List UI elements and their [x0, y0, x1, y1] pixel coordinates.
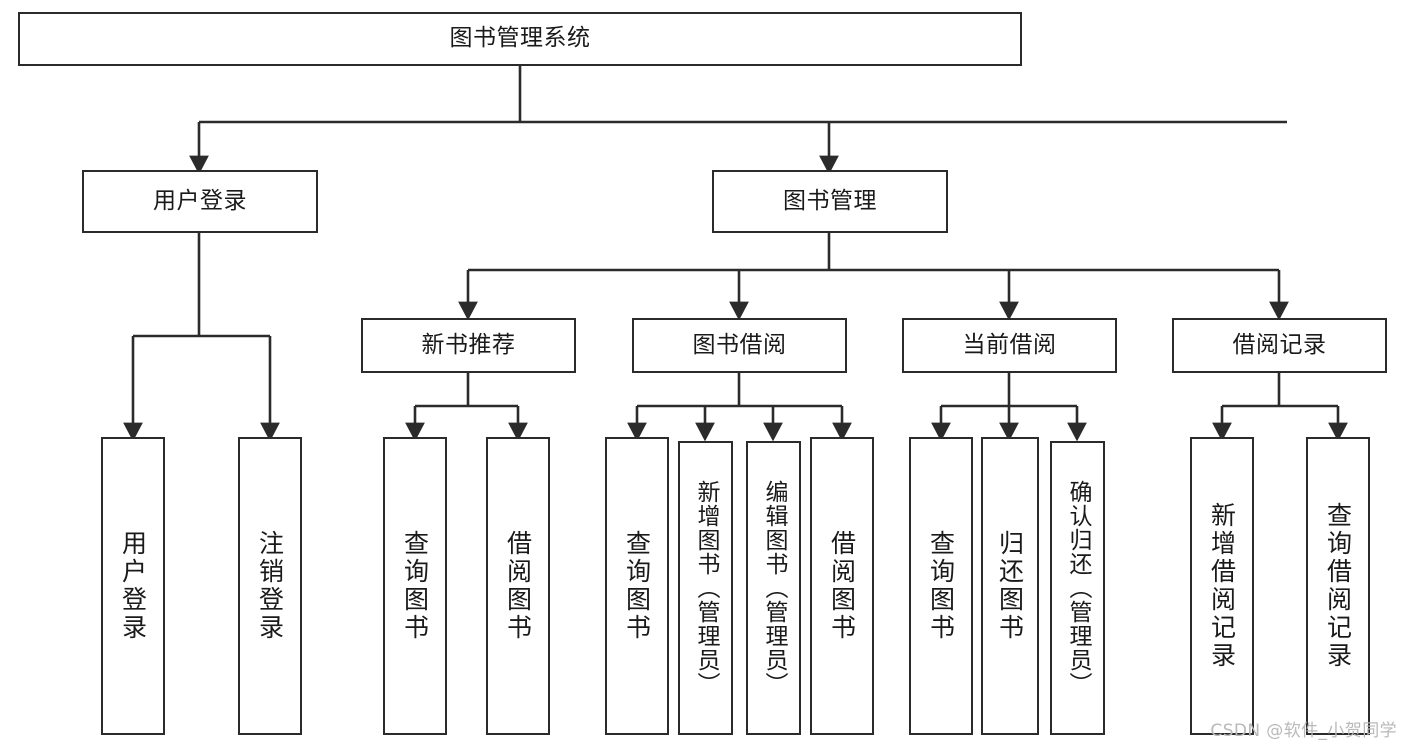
- node-leaf-query-record[interactable]: 查询借阅记录: [1306, 437, 1370, 735]
- node-root-label: 图书管理系统: [449, 25, 591, 52]
- node-leaf-add-book-label: 新增图书（管理员）: [693, 480, 719, 696]
- node-leaf-query-book-1-label: 查询图书: [400, 530, 430, 642]
- node-book-manage[interactable]: 图书管理: [712, 170, 948, 233]
- node-leaf-query-book-3[interactable]: 查询图书: [909, 437, 973, 735]
- node-leaf-confirm-return[interactable]: 确认归还（管理员）: [1050, 441, 1105, 735]
- node-current-borrow[interactable]: 当前借阅: [902, 318, 1117, 373]
- node-leaf-add-record[interactable]: 新增借阅记录: [1190, 437, 1254, 735]
- node-book-borrow-label: 图书借阅: [692, 331, 787, 358]
- node-root[interactable]: 图书管理系统: [18, 12, 1022, 66]
- node-leaf-query-book-2-label: 查询图书: [622, 530, 652, 642]
- node-leaf-query-record-label: 查询借阅记录: [1323, 502, 1353, 670]
- node-leaf-user-login[interactable]: 用户登录: [101, 437, 165, 735]
- node-book-borrow[interactable]: 图书借阅: [632, 318, 847, 373]
- node-leaf-user-login-label: 用户登录: [118, 530, 148, 642]
- node-new-book-recommend[interactable]: 新书推荐: [361, 318, 576, 373]
- node-leaf-edit-book[interactable]: 编辑图书（管理员）: [746, 441, 801, 735]
- node-borrow-record[interactable]: 借阅记录: [1172, 318, 1387, 373]
- node-book-manage-label: 图书管理: [783, 187, 877, 214]
- node-leaf-logout-login[interactable]: 注销登录: [238, 437, 302, 735]
- node-current-borrow-label: 当前借阅: [962, 331, 1057, 358]
- node-user-login-label: 用户登录: [153, 187, 247, 214]
- node-leaf-query-book-3-label: 查询图书: [926, 530, 956, 642]
- node-leaf-borrow-book-1-label: 借阅图书: [503, 530, 533, 642]
- node-leaf-borrow-book-1[interactable]: 借阅图书: [486, 437, 550, 735]
- node-leaf-return-book[interactable]: 归还图书: [981, 437, 1039, 735]
- node-new-book-recommend-label: 新书推荐: [421, 331, 516, 358]
- node-leaf-confirm-return-label: 确认归还（管理员）: [1065, 480, 1091, 696]
- node-user-login[interactable]: 用户登录: [82, 170, 318, 233]
- watermark-text: CSDN @软件_小贺同学: [1210, 721, 1397, 741]
- node-borrow-record-label: 借阅记录: [1232, 331, 1327, 358]
- node-leaf-add-book[interactable]: 新增图书（管理员）: [678, 441, 733, 735]
- node-leaf-query-book-2[interactable]: 查询图书: [605, 437, 669, 735]
- node-leaf-borrow-book-2[interactable]: 借阅图书: [810, 437, 874, 735]
- node-leaf-query-book-1[interactable]: 查询图书: [383, 437, 447, 735]
- node-leaf-add-record-label: 新增借阅记录: [1207, 502, 1237, 670]
- node-leaf-borrow-book-2-label: 借阅图书: [827, 530, 857, 642]
- node-leaf-edit-book-label: 编辑图书（管理员）: [761, 480, 787, 696]
- node-leaf-logout-login-label: 注销登录: [255, 530, 285, 642]
- node-leaf-return-book-label: 归还图书: [995, 530, 1025, 642]
